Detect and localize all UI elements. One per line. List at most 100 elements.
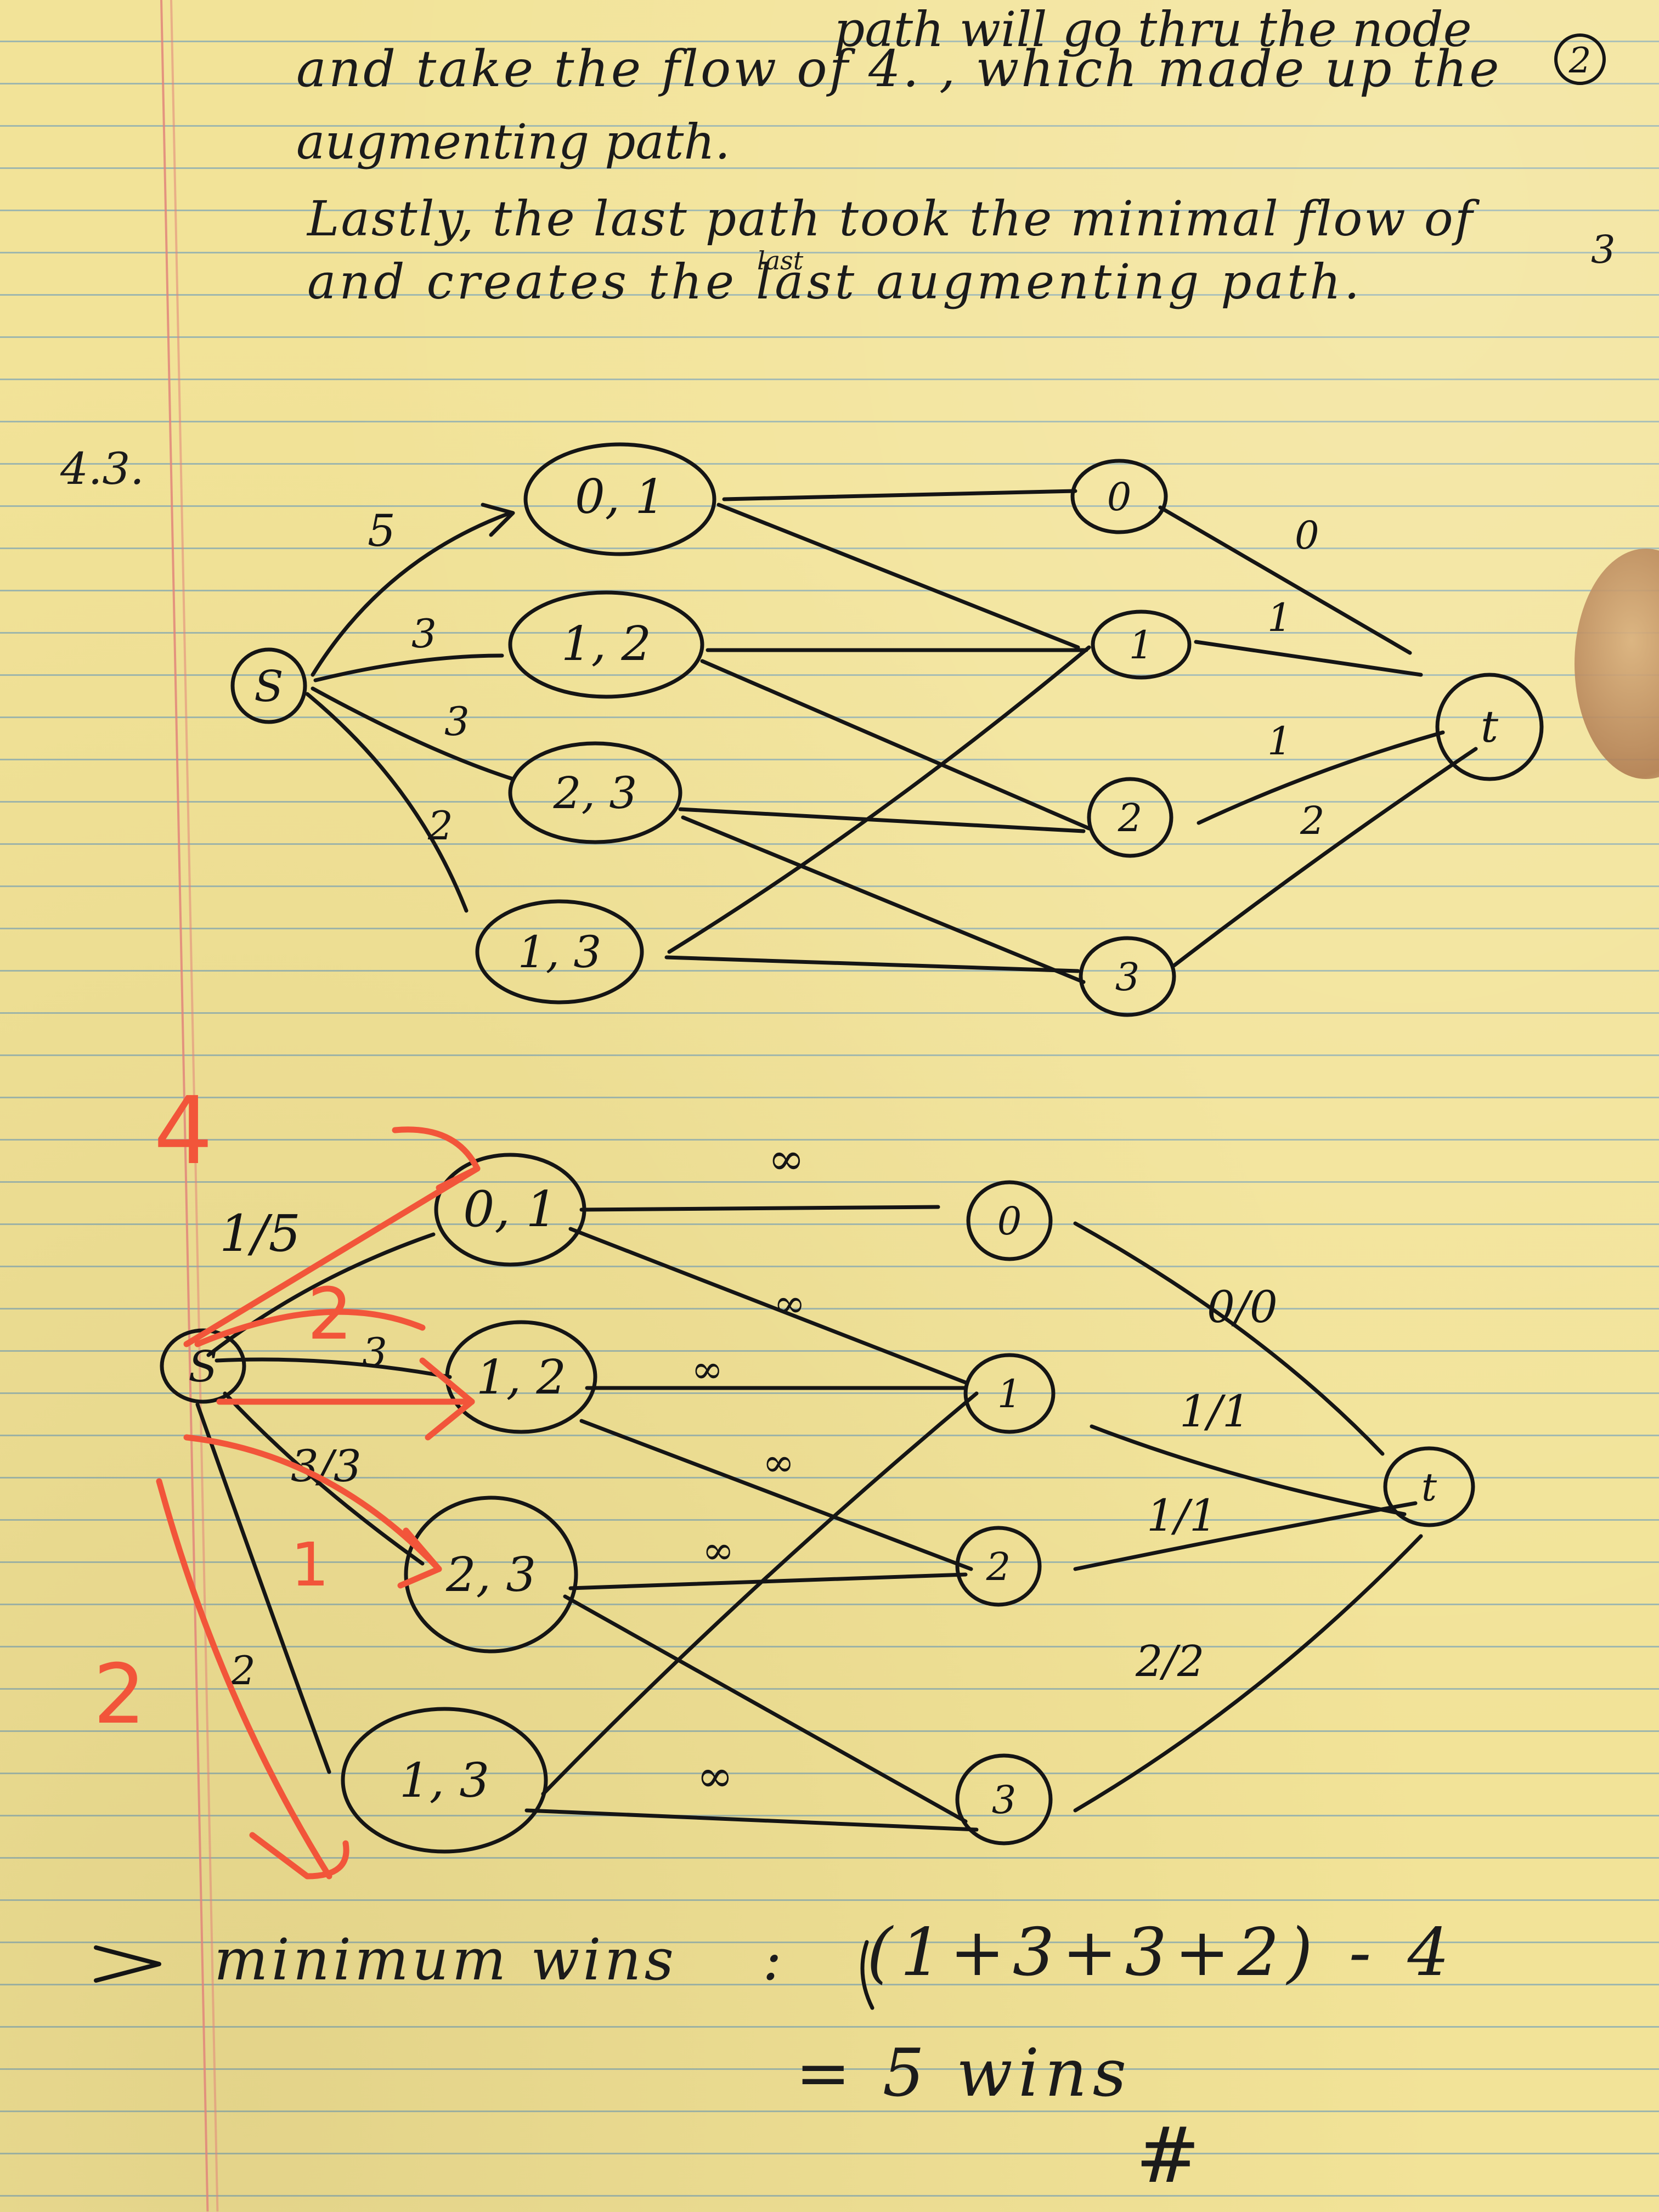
- flow-s-01: 1/5: [219, 1204, 301, 1263]
- conclusion-label: minimum wins: [214, 1926, 678, 1993]
- edge-s-12: [313, 653, 504, 682]
- node-s-label: S: [254, 662, 283, 712]
- node-r1-label: 1: [997, 1372, 1022, 1417]
- node-23: [508, 741, 682, 844]
- node-t: [1435, 673, 1544, 781]
- augment-arrowhead-5: [249, 1832, 349, 1880]
- node-r2: [955, 1526, 1042, 1607]
- cap-s-12: 3: [411, 611, 437, 657]
- edge-12-2: [700, 659, 1091, 831]
- conclusion-expression: (1+3+3+2) - 4: [867, 1915, 1457, 1991]
- inf-12-1: ∞: [691, 1347, 723, 1392]
- node-r3-label: 3: [992, 1778, 1017, 1822]
- note-line-5: and creates the last augmenting path.: [307, 253, 1363, 310]
- note-line-2: and take the flow of 4. , which made up …: [296, 40, 1502, 98]
- node-12-label: 1, 2: [561, 617, 651, 672]
- node-r3: [1079, 936, 1176, 1017]
- edge-01-0: [579, 1205, 940, 1212]
- edge-12-2: [579, 1419, 973, 1571]
- node-01: [523, 442, 716, 556]
- node-r1-label: 1: [1129, 623, 1154, 668]
- node-13-label: 1, 3: [518, 927, 602, 978]
- cap-0-t: 0: [1295, 513, 1319, 558]
- flow-3-t: 2/2: [1135, 1637, 1205, 1686]
- edge-s-13: [195, 1402, 331, 1774]
- augment-arrowhead-1: [392, 1126, 481, 1191]
- inf-01-1: ∞: [774, 1281, 805, 1326]
- node-r1: [963, 1353, 1056, 1434]
- edge-13-3: [524, 1808, 979, 1832]
- paren-left: [860, 1940, 874, 2010]
- node-12-label: 1, 2: [476, 1350, 566, 1405]
- flow-1-t: 1/1: [1180, 1386, 1250, 1437]
- flow-2-t: 1/1: [1147, 1490, 1217, 1541]
- edge-s-12: [215, 1357, 452, 1379]
- node-r0-label: 0: [1107, 475, 1132, 520]
- inf-23-2: ∞: [702, 1528, 734, 1573]
- edge-23-2: [568, 1572, 968, 1590]
- node-12: [445, 1320, 597, 1434]
- node-t-label: t: [1421, 1465, 1437, 1510]
- node-r3-label: 3: [1115, 955, 1140, 1000]
- edge-23-3: [563, 1594, 968, 1824]
- node-r1: [1091, 610, 1192, 680]
- edge-s-01: [206, 1232, 436, 1357]
- augment-label-2: 2: [307, 1272, 353, 1356]
- cap-s-23: 3: [444, 698, 470, 744]
- node-r0: [966, 1180, 1053, 1261]
- node-t: [1383, 1446, 1475, 1527]
- problem-label: 4.3.: [60, 443, 144, 494]
- conclusion-hash: #: [1136, 2111, 1200, 2200]
- node-t-label: t: [1481, 701, 1499, 752]
- node-01-label: 0, 1: [463, 1181, 557, 1238]
- edge-s-23: [223, 1391, 425, 1566]
- edge-13-1: [541, 1391, 979, 1796]
- node-23-label: 2, 3: [553, 768, 637, 819]
- node-01: [434, 1153, 586, 1267]
- edge-1-t: [1090, 1424, 1407, 1516]
- augment-label-4: 4: [154, 1077, 213, 1186]
- augment-arrowhead-3: [419, 1357, 475, 1441]
- node-r0: [1070, 459, 1168, 534]
- augment-path-4: [183, 1434, 442, 1572]
- edge-2-t: [1073, 1501, 1418, 1571]
- conclusion-colon: :: [763, 1926, 782, 1993]
- node-s: [230, 647, 307, 724]
- augment-path-2: [194, 1308, 426, 1347]
- cap-2-t: 1: [1267, 719, 1292, 764]
- node-r2-label: 2: [986, 1544, 1011, 1589]
- note-line-4: Lastly, the last path took the minimal f…: [307, 190, 1475, 247]
- edge-s-13: [305, 692, 469, 913]
- cap-s-01: 5: [368, 505, 396, 556]
- edge-01-1: [568, 1227, 968, 1385]
- edge-3-t: [1073, 1534, 1423, 1813]
- node-r2-label: 2: [1118, 795, 1143, 840]
- flow-0-t: 0/0: [1207, 1282, 1278, 1333]
- node-23-label: 2, 3: [445, 1548, 536, 1602]
- note-line-1: path will go thru the node: [834, 1, 1472, 58]
- cap-s-13: 2: [427, 803, 453, 849]
- edge-0-t: [1073, 1221, 1385, 1456]
- edge-3-t: [1172, 747, 1478, 968]
- cap-3-t: 2: [1300, 798, 1325, 843]
- edge-2-t: [1197, 730, 1445, 825]
- node-13: [475, 899, 644, 1005]
- augment-arrowhead-4: [397, 1527, 442, 1589]
- conclusion-result: = 5 wins: [795, 2035, 1132, 2112]
- node-01-label: 0, 1: [575, 470, 665, 524]
- node-23: [404, 1496, 578, 1654]
- inf-01-0: ∞: [768, 1133, 805, 1184]
- edge-23-2: [678, 807, 1086, 833]
- augment-path-5: [156, 1478, 332, 1880]
- implies-arrow: [94, 1945, 161, 1983]
- node-r3: [955, 1753, 1053, 1846]
- edge-01-1: [716, 503, 1080, 650]
- augment-path-1: [183, 1165, 481, 1347]
- inf-13-3: ∞: [697, 1751, 733, 1802]
- note-line-3: augmenting path.: [296, 114, 730, 170]
- note-flow-value: 3: [1591, 227, 1616, 272]
- node-13-label: 1, 3: [399, 1753, 489, 1808]
- cap-1-t: 1: [1267, 595, 1292, 640]
- top-graph: S 0, 1 1, 2 2, 3 1, 3 0 1 2 3 t 5 3 3 2 …: [230, 442, 1544, 1017]
